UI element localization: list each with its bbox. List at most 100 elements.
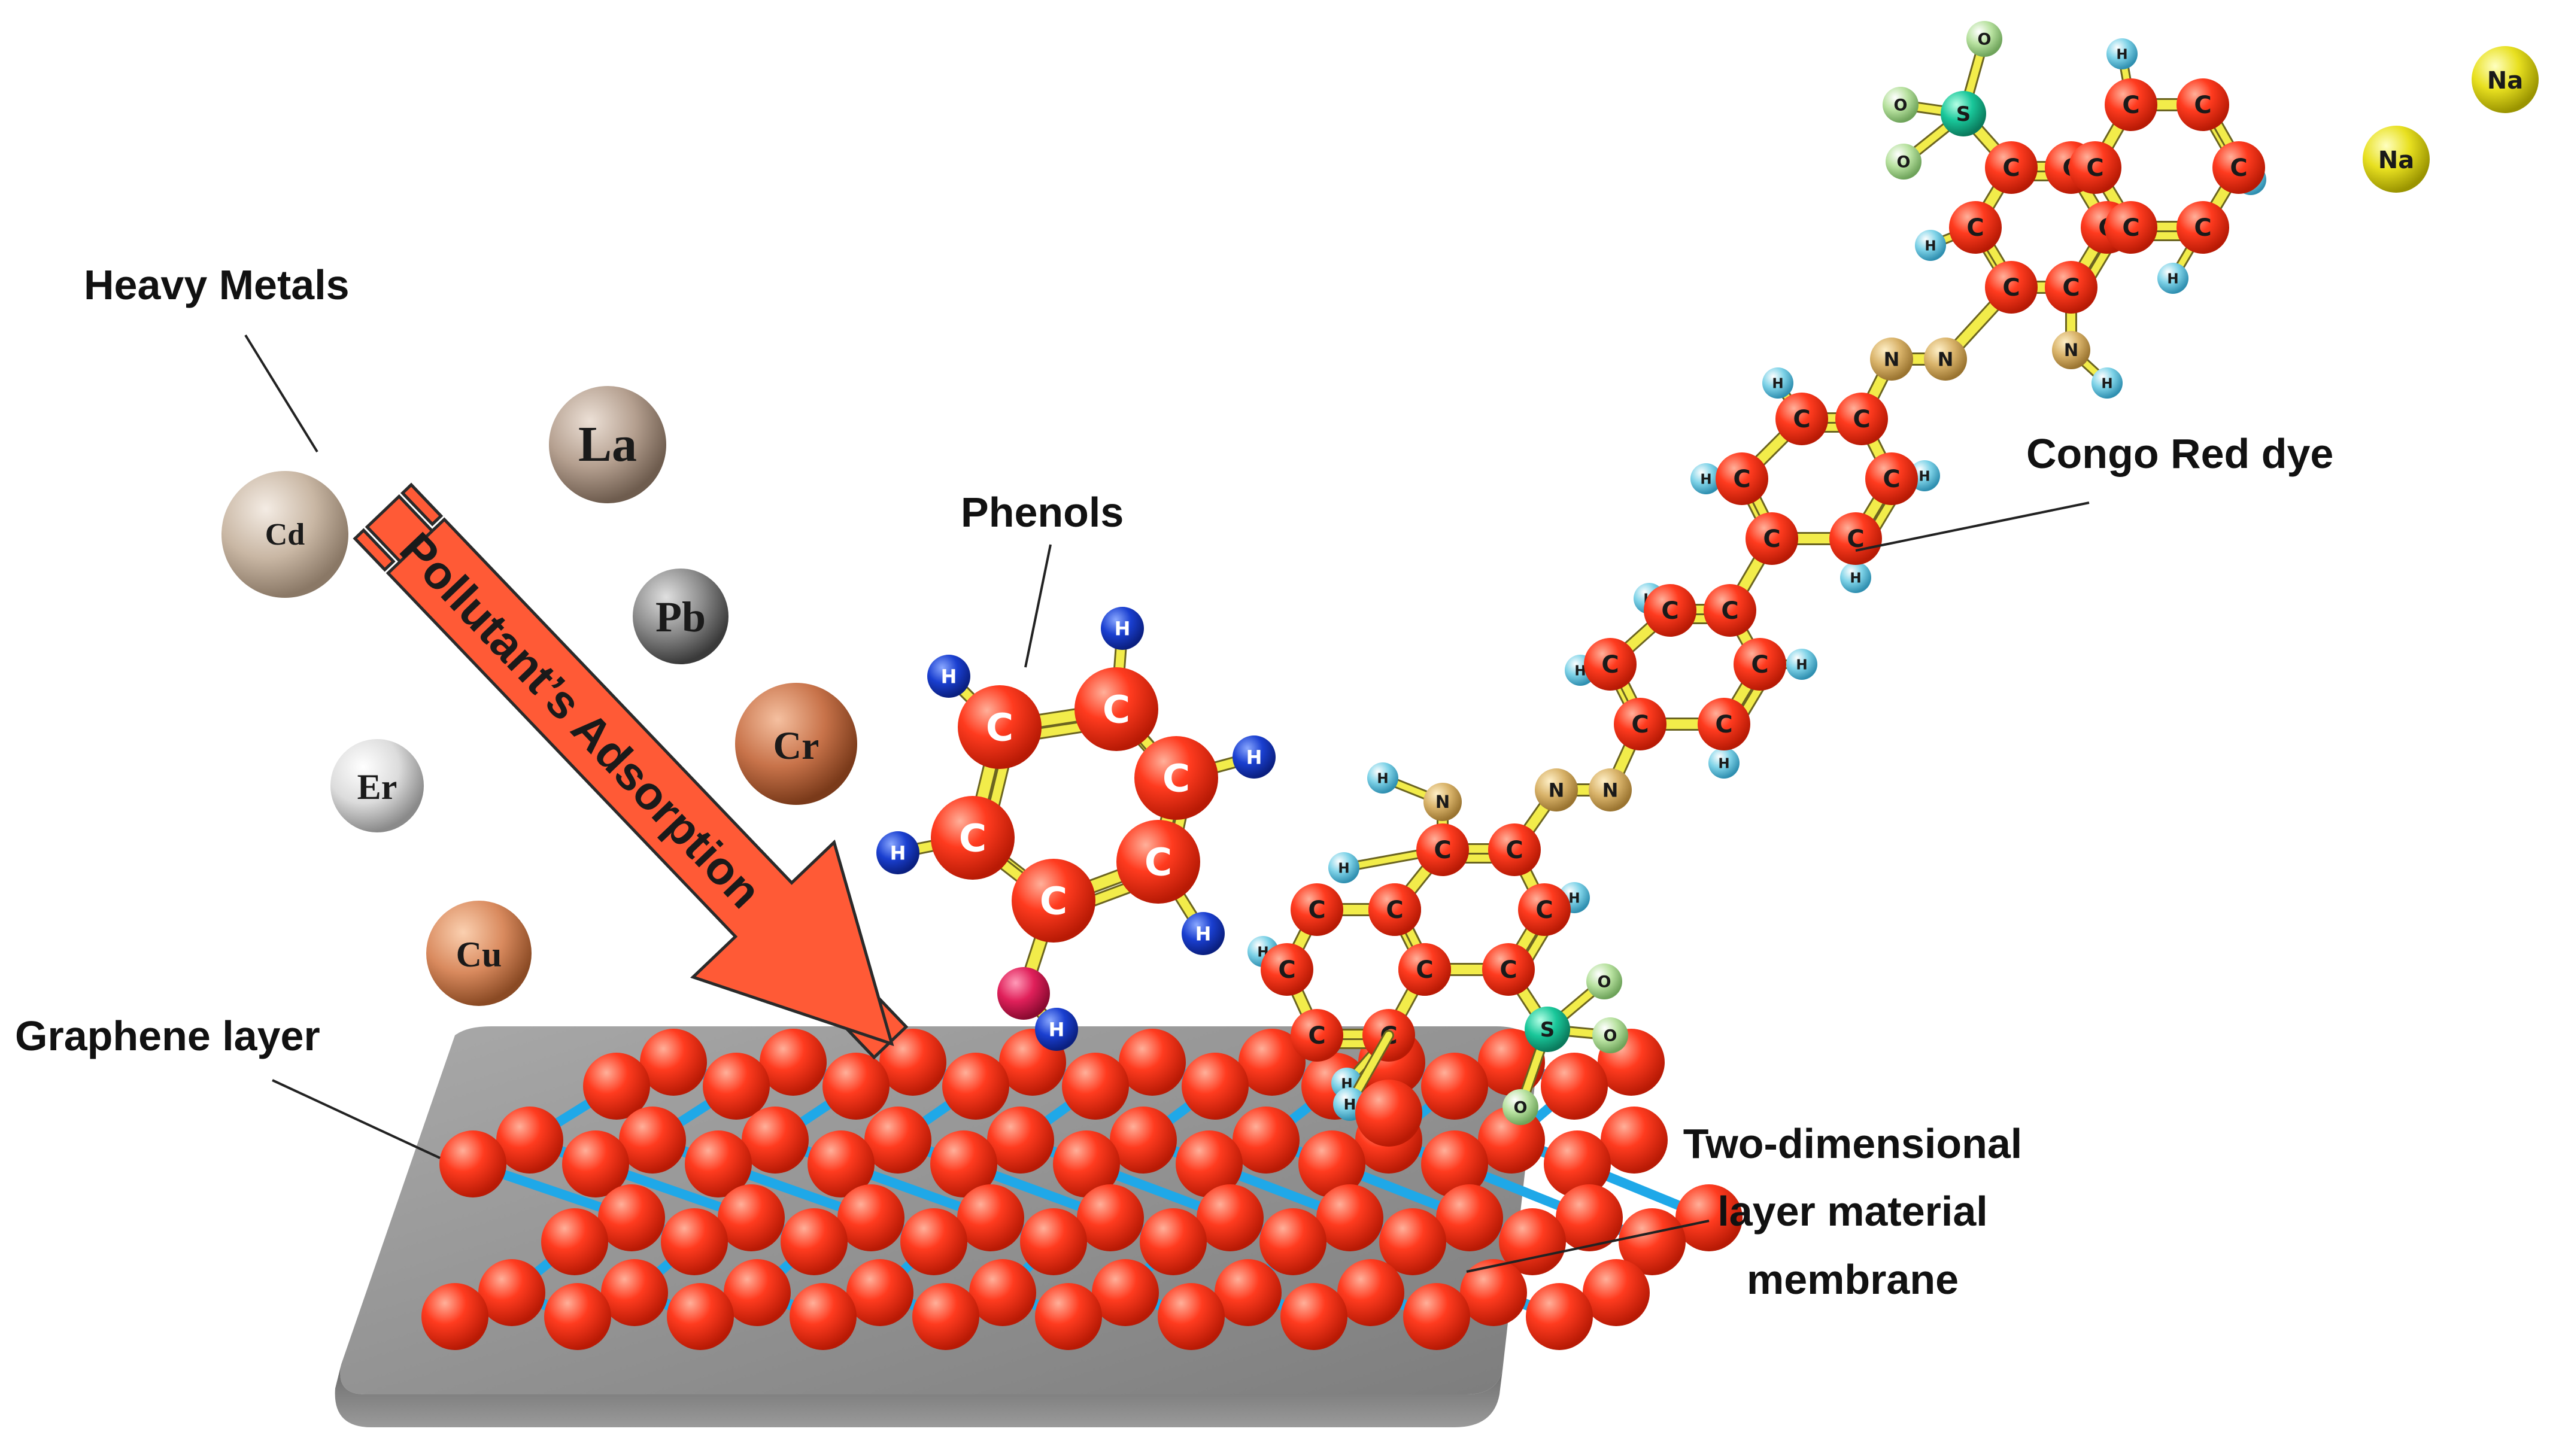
congo-red-leader <box>1855 501 2090 552</box>
metal-ion-la: La <box>549 386 666 503</box>
oxygen-atom <box>997 967 1050 1020</box>
graphene-carbon-atom <box>1460 1259 1527 1326</box>
carbon-atom: C <box>2177 201 2229 254</box>
metal-ion-er: Er <box>330 739 424 832</box>
carbon-atom: C <box>2045 261 2097 314</box>
hydrogen-atom: H <box>2106 38 2138 69</box>
atom-symbol: C <box>2194 92 2211 119</box>
membrane-leader <box>1466 1220 1710 1273</box>
atom-symbol: C <box>2002 274 2020 302</box>
nitrogen-atom: N <box>1870 338 1913 381</box>
hydrogen-atom: H <box>2092 367 2123 399</box>
graphene-carbon-atom <box>1110 1107 1177 1174</box>
nitrogen-atom: N <box>1589 768 1632 811</box>
atom-symbol: C <box>986 706 1013 749</box>
graphene-carbon-atom <box>1556 1184 1623 1251</box>
metal-ion-cd: Cd <box>221 471 348 598</box>
graphene-carbon-atom <box>837 1184 904 1251</box>
hydrogen-atom: H <box>2157 263 2188 294</box>
atom-symbol: C <box>1751 651 1768 679</box>
nitrogen-atom: N <box>2052 331 2090 369</box>
graphene-carbon-atom <box>1421 1053 1488 1120</box>
graphene-carbon-atom <box>1259 1208 1326 1275</box>
hydrogen-atom: H <box>1101 607 1144 650</box>
atom-symbol: C <box>1883 466 1900 493</box>
svg-text:Cd: Cd <box>265 518 305 552</box>
atom-symbol: C <box>1535 896 1553 924</box>
phenols-label: Phenols <box>961 489 1124 536</box>
congo-red-molecule: HHHHHHHHHHHHHHHHHHOOOOOOCCCCCCCCCCCCCCCC… <box>1247 21 2266 1147</box>
atom-symbol: H <box>1344 1096 1356 1113</box>
carbon-atom: C <box>1398 943 1451 996</box>
svg-text:Cr: Cr <box>773 724 819 768</box>
graphene-carbon-atom <box>1544 1130 1611 1197</box>
graphene-carbon-atom <box>1062 1053 1129 1120</box>
svg-text:Na: Na <box>2378 147 2414 174</box>
sulfur-atom: S <box>1941 91 1986 136</box>
graphene-carbon-atom <box>703 1053 770 1120</box>
graphene-carbon-atom <box>760 1029 827 1096</box>
atom-symbol: C <box>1040 879 1067 923</box>
carbon-atom: C <box>1261 943 1313 996</box>
graphene-carbon-atom <box>496 1107 563 1174</box>
carbon-atom: C <box>1584 638 1637 691</box>
graphene-lattice <box>421 1029 1743 1350</box>
graphene-carbon-atom <box>1601 1107 1668 1174</box>
hydrogen-atom: H <box>1367 762 1398 794</box>
atom-symbol: N <box>1884 348 1900 371</box>
graphene-carbon-atom <box>724 1259 791 1326</box>
nitrogen-atom: N <box>1924 338 1967 381</box>
atom-symbol: C <box>2122 92 2139 119</box>
atom-symbol: C <box>1308 896 1325 924</box>
atom-symbol: H <box>2101 376 2112 391</box>
atom-symbol: C <box>2086 154 2103 182</box>
atom-symbol: N <box>1549 779 1565 802</box>
carbon-atom: C <box>1949 201 2002 254</box>
graphene-carbon-atom <box>1176 1130 1243 1197</box>
carbon-atom: C <box>2069 141 2121 194</box>
graphene-carbon-atom <box>1035 1283 1102 1350</box>
graphene-carbon-atom <box>667 1283 734 1350</box>
atom-symbol: N <box>1938 348 1954 371</box>
atom-symbol: C <box>1278 956 1295 984</box>
graphene-carbon-atom <box>822 1053 890 1120</box>
atom-symbol: H <box>1924 238 1936 254</box>
svg-text:Er: Er <box>357 767 397 807</box>
phenols-leader <box>1024 544 1052 668</box>
graphene-carbon-atom <box>864 1107 931 1174</box>
graphene-carbon-atom <box>544 1283 611 1350</box>
graphene-carbon-atom <box>942 1053 1009 1120</box>
carbon-atom: C <box>1416 823 1469 876</box>
graphene-carbon-atom <box>790 1283 857 1350</box>
oxygen-atom: O <box>1886 144 1921 180</box>
atom-symbol: H <box>890 842 906 865</box>
carbon-atom: C <box>1291 1009 1343 1062</box>
graphene-carbon-atom <box>1215 1259 1282 1326</box>
graphene-carbon-atom <box>987 1107 1054 1174</box>
atom-symbol: H <box>1772 376 1783 391</box>
graphene-carbon-atom <box>541 1208 608 1275</box>
graphene-carbon-atom <box>1092 1259 1159 1326</box>
atom-symbol: C <box>1103 688 1130 731</box>
atom-symbol: H <box>1718 756 1729 771</box>
atom-symbol: S <box>1956 102 1971 126</box>
oxygen-atom: O <box>1502 1089 1538 1125</box>
atom-symbol: H <box>2167 271 2178 287</box>
carbon-atom: C <box>1698 698 1750 750</box>
graphene-carbon-atom <box>1020 1208 1087 1275</box>
leader-lines <box>244 334 2090 1273</box>
hydrogen-atom: H <box>1762 367 1793 399</box>
hydrogen-atom: H <box>876 831 919 874</box>
hydrogen-atom: H <box>1690 463 1722 494</box>
atom-symbol: H <box>1195 923 1212 946</box>
membrane-label-line3: membrane <box>1747 1256 1959 1303</box>
atom-symbol: C <box>1853 406 1870 433</box>
heavy-metals-leader <box>244 334 318 453</box>
atom-symbol: H <box>2116 47 2127 62</box>
atom-symbol: O <box>1604 1027 1617 1045</box>
carbon-atom: C <box>1865 452 1918 505</box>
atom-symbol: C <box>1631 711 1649 738</box>
atom-symbol: O <box>1514 1099 1528 1117</box>
membrane-label-line1: Two-dimensional <box>1683 1120 2023 1167</box>
atom-symbol: C <box>1966 214 1984 242</box>
